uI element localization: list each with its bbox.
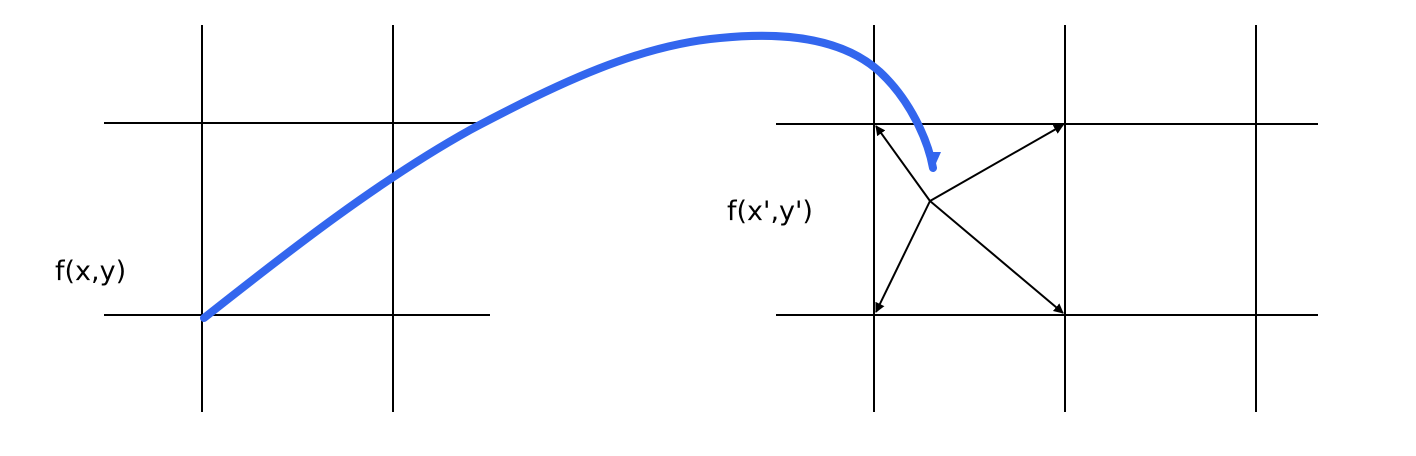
- interpolation-arrows: [875, 124, 1064, 314]
- arrow-bottom-right: [929, 200, 1064, 314]
- target-pixel-label: f(x',y'): [727, 196, 813, 227]
- arrow-top-left: [875, 125, 931, 202]
- source-pixel-label: f(x,y): [55, 256, 127, 287]
- arrow-bottom-left: [875, 200, 931, 313]
- arrow-top-right: [929, 124, 1064, 202]
- target-grid: [776, 25, 1318, 412]
- source-grid: [104, 25, 490, 412]
- mapping-curve-arrow: [200, 31, 941, 322]
